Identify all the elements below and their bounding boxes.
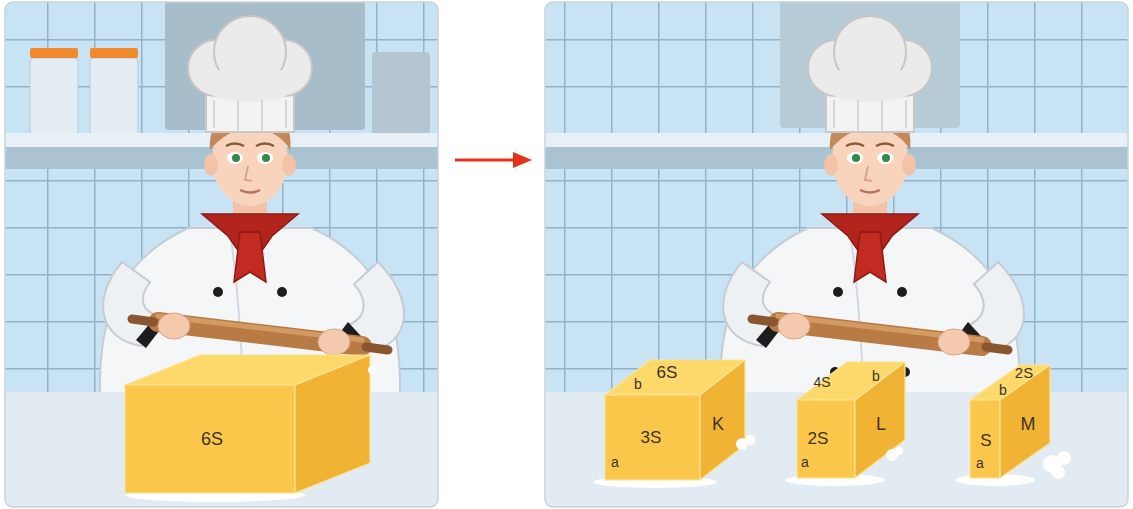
flour-puff-lobe (736, 438, 748, 450)
flour-puff-lobe (368, 366, 376, 374)
block-outline (797, 362, 905, 478)
tiled-wall (5, 2, 438, 507)
transition-arrow (455, 159, 515, 162)
block-front-face (605, 395, 700, 480)
chef (100, 16, 404, 400)
canister (372, 52, 430, 136)
block-label: b (634, 377, 642, 391)
dough-block: 4S b 2S a L (797, 362, 905, 478)
jar (90, 58, 138, 136)
block-side-face (1000, 365, 1050, 478)
block-side-face (700, 360, 745, 480)
block-outline (125, 355, 370, 493)
jar-lid (90, 48, 138, 58)
flour-puff (368, 366, 1071, 479)
block-label: a (611, 455, 619, 469)
panel-frame (5, 2, 438, 507)
block-label: b (999, 383, 1007, 397)
block-label: b (872, 369, 880, 383)
block-label: S (980, 432, 991, 449)
block-label: 6S (657, 364, 678, 381)
dough-block: 2S bSa M (970, 365, 1050, 478)
jar-lid (30, 48, 78, 58)
jar (30, 58, 78, 136)
flour-puff-lobe (745, 435, 755, 445)
block-label: 3S (641, 429, 662, 446)
dough-block: 6S b 3S a K (605, 360, 745, 480)
dough-block: 6S (125, 355, 370, 493)
flour-puff-lobe (1043, 455, 1061, 473)
block-front-face (797, 400, 855, 478)
flour-puff-lobe (895, 447, 903, 455)
transition-arrow-head (513, 152, 532, 168)
block-label: 6S (201, 430, 223, 448)
block-label: a (801, 455, 809, 469)
block-label: M (1021, 415, 1036, 433)
tiled-wall (545, 2, 1128, 507)
left-panel (5, 2, 438, 507)
right-panel (545, 2, 1128, 507)
block-label: L (876, 415, 886, 433)
flour-puff-lobe (886, 449, 898, 461)
block-label: 4S (813, 375, 830, 389)
block-front-face (970, 400, 1000, 478)
block-label: 2S (808, 430, 829, 447)
block-side-face (855, 362, 905, 478)
flour-puff-lobe (1051, 465, 1065, 479)
flour-puff-lobe (1057, 451, 1071, 465)
block-label: 2S (1015, 365, 1033, 380)
block-label: a (976, 456, 984, 470)
block-front-face (125, 385, 295, 493)
block-label: K (712, 415, 724, 433)
chef (720, 16, 1024, 400)
block-side-face (295, 355, 370, 493)
panel-frame (545, 2, 1128, 507)
